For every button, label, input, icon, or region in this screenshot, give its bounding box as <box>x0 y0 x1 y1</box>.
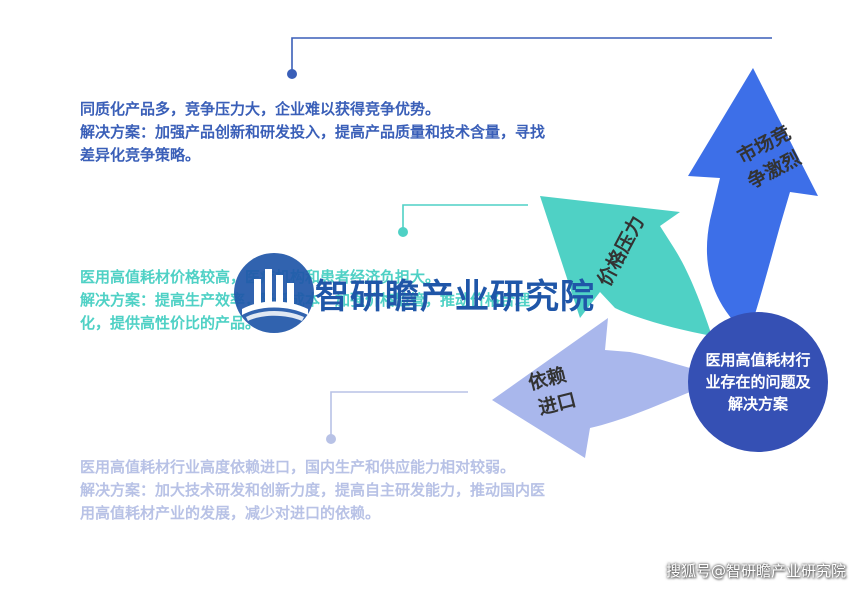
problem-text: 同质化产品多，竞争压力大，企业难以获得竞争优势。 <box>80 100 441 118</box>
arrow-market-competition <box>688 68 818 336</box>
arrow-import-dependence <box>492 318 690 458</box>
solution-text: 解决方案：加大技术研发和创新力度，提高自主研发能力，推动国内医用高值耗材产业的发… <box>80 481 546 522</box>
connector-1 <box>287 37 772 79</box>
watermark: 智研瞻产业研究院 <box>232 248 632 338</box>
watermark-text: 智研瞻产业研究院 <box>315 276 595 317</box>
center-title: 医用高值耗材行业存在的问题及解决方案 <box>705 351 811 413</box>
footer-credit: 搜狐号@智研瞻产业研究院 <box>665 562 846 580</box>
text-block-import: 医用高值耗材行业高度依赖进口，国内生产和供应能力相对较弱。 解决方案：加大技术研… <box>80 456 550 525</box>
watermark-logo-icon <box>234 252 314 333</box>
text-block-competition: 同质化产品多，竞争压力大，企业难以获得竞争优势。 解决方案：加强产品创新和研发投… <box>80 98 550 167</box>
connector-2 <box>398 204 528 237</box>
arrow-price-pressure <box>540 196 712 336</box>
solution-text: 解决方案：加强产品创新和研发投入，提高产品质量和技术含量，寻找差异化竞争策略。 <box>80 123 546 164</box>
center-circle: 医用高值耗材行业存在的问题及解决方案 <box>688 312 828 452</box>
problem-text: 医用高值耗材行业高度依赖进口，国内生产和供应能力相对较弱。 <box>80 458 516 476</box>
connector-3 <box>326 391 468 444</box>
